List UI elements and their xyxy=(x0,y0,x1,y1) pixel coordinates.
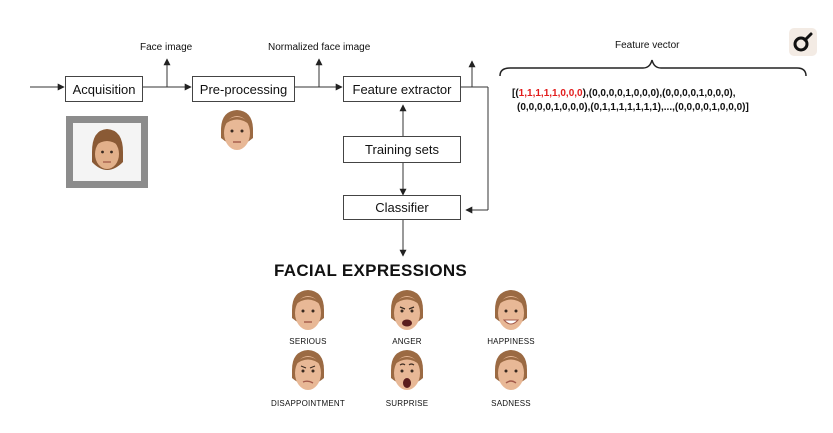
face-image-label: Face image xyxy=(140,42,193,53)
expression-face-sadness xyxy=(495,350,527,390)
expression-face-happiness xyxy=(495,290,527,330)
feature-vector-line-2: (0,0,0,0,1,0,0,0),(0,1,1,1,1,1,1,1),...,… xyxy=(517,102,749,113)
feature-vector-line-1: [(1,1,1,1,1,0,0,0),(0,0,0,0,1,0,0,0),(0,… xyxy=(512,88,736,99)
expression-face-surprise xyxy=(391,350,423,390)
classifier-box: Classifier xyxy=(343,195,461,220)
feature-vector-brace xyxy=(499,59,807,77)
expression-face-serious xyxy=(292,290,324,330)
preprocessing-box: Pre-processing xyxy=(192,76,295,102)
acquisition-face-photo xyxy=(66,116,148,188)
logo-mark-icon xyxy=(793,32,813,52)
logo-icon xyxy=(789,28,817,56)
feature-vector-highlight: 1,1,1,1,1,0,0,0 xyxy=(518,88,583,99)
expression-face-disappointment xyxy=(292,350,324,390)
feature-vector-label: Feature vector xyxy=(615,40,680,51)
training-sets-box: Training sets xyxy=(343,136,461,163)
normalized-face-image-label: Normalized face image xyxy=(268,42,371,53)
feature-extractor-box: Feature extractor xyxy=(343,76,461,102)
expression-label-anger: ANGER xyxy=(392,337,422,346)
expression-label-disappointment: DISAPPOINTMENT xyxy=(271,399,345,408)
preprocessing-face-photo xyxy=(221,110,253,150)
expression-label-happiness: HAPPINESS xyxy=(487,337,535,346)
expression-label-surprise: SURPRISE xyxy=(385,399,429,408)
expression-label-sadness: SADNESS xyxy=(491,399,531,408)
acquisition-box: Acquisition xyxy=(65,76,143,102)
facial-expressions-title: FACIAL EXPRESSIONS xyxy=(274,261,468,280)
expression-face-anger xyxy=(391,290,423,330)
expression-label-serious: SERIOUS xyxy=(289,337,327,346)
